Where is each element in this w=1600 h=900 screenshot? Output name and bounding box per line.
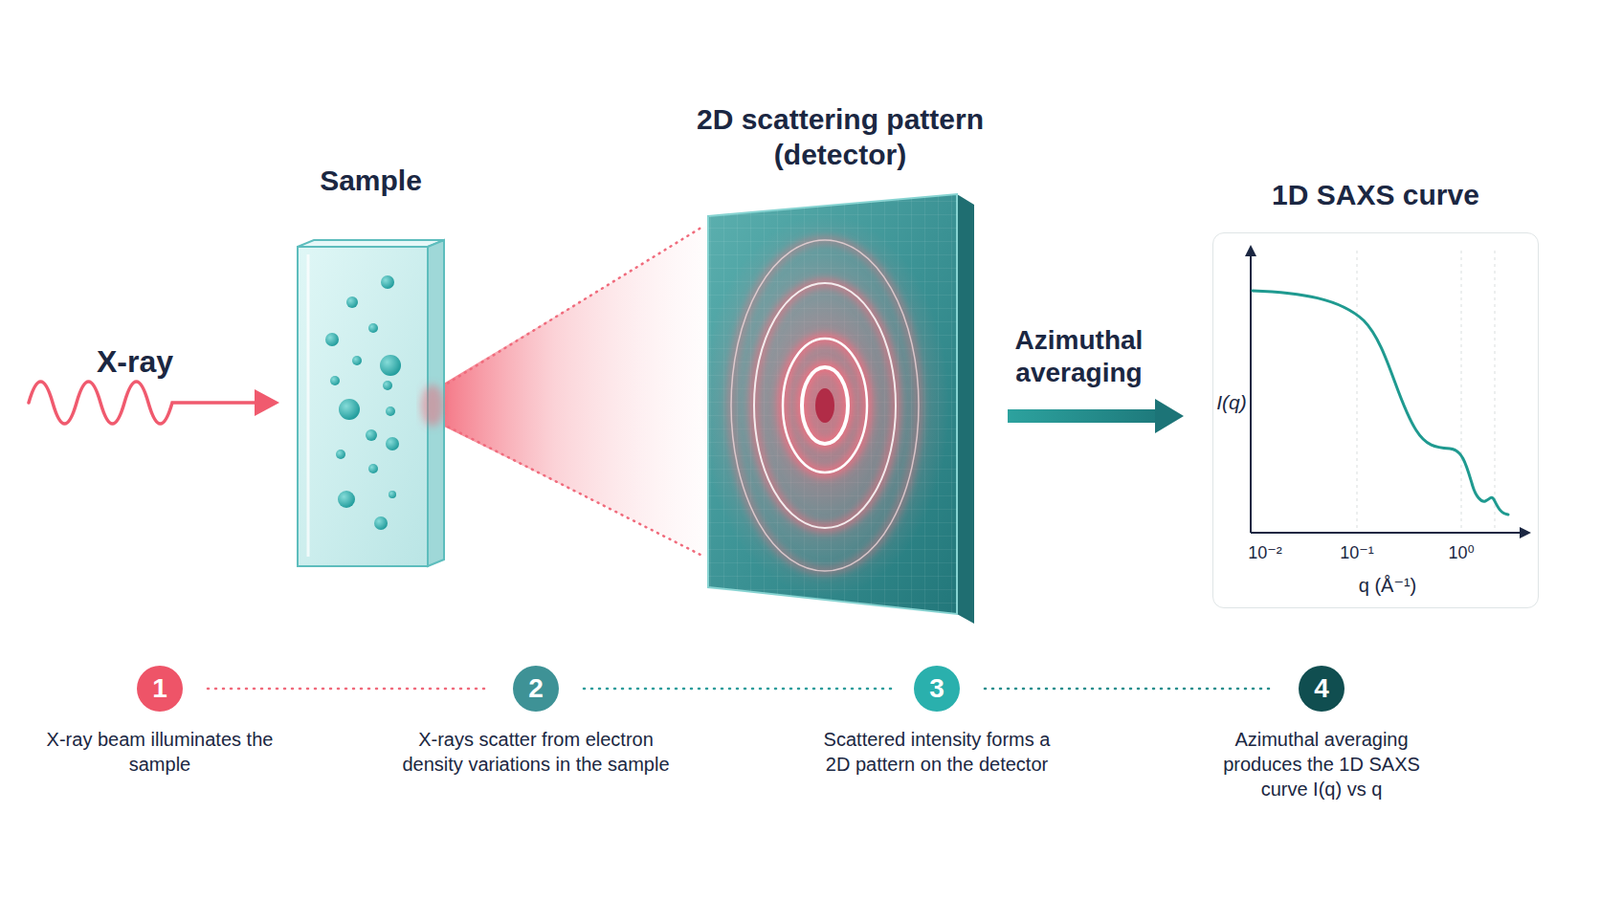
gridline	[1494, 250, 1496, 533]
timeline-connector	[583, 688, 891, 691]
node-heading: 1D SAXS curve	[1213, 177, 1539, 213]
ring	[754, 283, 896, 529]
particle	[330, 376, 340, 386]
cone-edge	[436, 225, 705, 391]
beam-stop-spot	[815, 388, 835, 423]
particle	[388, 490, 397, 499]
beam-label: X-ray	[96, 344, 174, 380]
saxs-curve	[1252, 290, 1509, 515]
node-heading: 2D scattering pattern (detector)	[682, 101, 999, 173]
axis-arrowhead	[1519, 527, 1532, 539]
ring-glow	[801, 367, 848, 445]
cone-edge	[436, 421, 705, 557]
particle	[337, 490, 356, 509]
x-axis	[1250, 532, 1522, 534]
sample-top-face	[297, 240, 445, 247]
tick-label: 10⁰	[1447, 542, 1474, 564]
ring-glow	[782, 338, 867, 473]
step-number: 2	[512, 666, 559, 712]
sample-front-face	[297, 246, 428, 567]
particle	[325, 333, 339, 347]
particle	[352, 355, 362, 366]
gridline	[1461, 250, 1463, 533]
particle	[374, 516, 388, 531]
step-circle: 2X-rays scatter from electron density va…	[512, 666, 559, 712]
particle	[385, 406, 396, 417]
particle	[380, 275, 395, 289]
axis-arrowhead	[1244, 244, 1257, 257]
scattering-cone	[432, 225, 707, 557]
detector-panel: 2D scattering pattern (detector)	[706, 200, 975, 632]
timeline-connector	[984, 688, 1276, 691]
ring-glow	[731, 240, 919, 572]
particle	[368, 323, 378, 334]
step-number: 1	[136, 666, 183, 712]
particle	[365, 429, 378, 442]
ring	[731, 240, 919, 572]
particle	[338, 399, 360, 421]
ring	[801, 367, 848, 445]
step-description: Scattered intensity forms a 2D pattern o…	[810, 727, 1065, 778]
step-description: X-ray beam illuminates the sample	[44, 727, 275, 778]
step-circle: 4Azimuthal averaging produces the 1D SAX…	[1298, 666, 1345, 712]
step-description: X-rays scatter from electron density var…	[400, 727, 673, 778]
particle	[379, 355, 401, 377]
particle	[346, 296, 358, 309]
tick-label: 10⁻²	[1247, 542, 1283, 564]
timeline-connector	[207, 688, 490, 691]
xray-arrowhead	[254, 389, 280, 417]
particle	[382, 380, 393, 391]
ring	[782, 338, 867, 473]
step-circle: 3Scattered intensity forms a 2D pattern …	[913, 666, 960, 712]
axis-title: q (Å⁻¹)	[1358, 574, 1418, 598]
scattering-rings	[731, 240, 919, 572]
step-circle: 1X-ray beam illuminates the sample	[136, 666, 183, 712]
sample-cell: Sample	[297, 240, 445, 567]
beam-exit-glow	[421, 384, 445, 427]
step-number: 4	[1298, 666, 1345, 712]
ring-glow	[754, 283, 896, 529]
particles	[325, 275, 401, 531]
particle	[335, 449, 346, 460]
detector-side	[956, 194, 975, 624]
gridline	[1356, 250, 1358, 533]
sample-highlight	[307, 254, 311, 557]
particle	[385, 437, 400, 451]
axis-title: I(q)	[1216, 391, 1247, 415]
y-axis	[1249, 254, 1252, 534]
connector-label: Azimuthal averaging	[983, 324, 1176, 390]
scatter-glow	[700, 214, 950, 598]
node-heading: Sample	[275, 162, 467, 199]
xray-wave	[28, 381, 259, 424]
step-number: 3	[913, 666, 960, 712]
particle	[368, 464, 378, 474]
tick-label: 10⁻¹	[1339, 542, 1375, 564]
step-description: Azimuthal averaging produces the 1D SAXS…	[1216, 727, 1427, 802]
process-arrow	[1007, 409, 1156, 423]
